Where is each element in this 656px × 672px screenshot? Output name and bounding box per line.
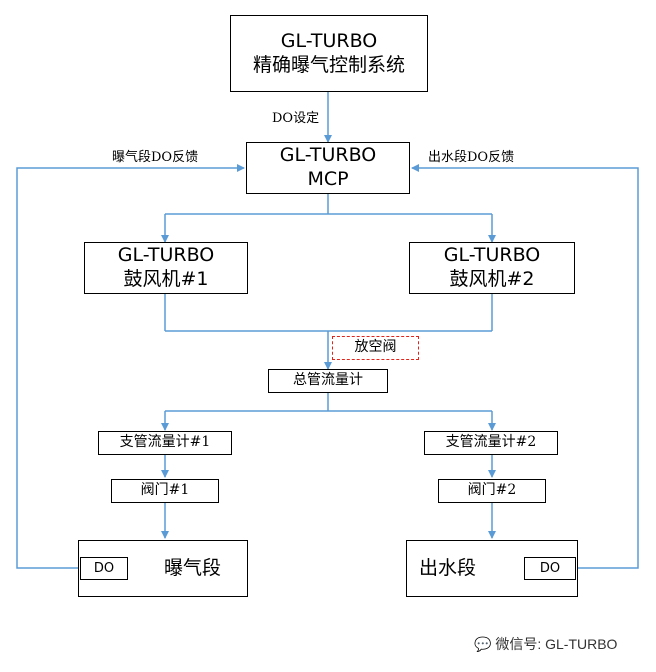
blower2-line1: GL-TURBO bbox=[443, 244, 541, 267]
outlet-tank-label: 出水段 bbox=[419, 556, 477, 579]
control-system-line1: GL-TURBO bbox=[280, 29, 378, 52]
vent-valve-box: 放空阀 bbox=[332, 336, 419, 360]
mcp-line2: MCP bbox=[307, 168, 349, 190]
watermark: 💬 微信号: GL-TURBO bbox=[474, 634, 617, 654]
blower2-box: GL-TURBO 鼓风机#2 bbox=[409, 242, 575, 294]
aeration-feedback-label: 曝气段DO反馈 bbox=[112, 150, 199, 165]
valve2-box: 阀门#2 bbox=[438, 479, 546, 503]
aeration-feedback-line bbox=[16, 164, 245, 569]
blower1-line2: 鼓风机#1 bbox=[123, 268, 209, 290]
mcp-box: GL-TURBO MCP bbox=[246, 142, 410, 194]
do-setpoint-label: DO设定 bbox=[272, 111, 320, 126]
mcp-line1: GL-TURBO bbox=[279, 144, 377, 167]
outlet-do-sensor: DO bbox=[524, 557, 576, 580]
blower1-line1: GL-TURBO bbox=[117, 244, 215, 267]
blower2-line2: 鼓风机#2 bbox=[449, 268, 535, 290]
aeration-tank: 曝气段 bbox=[78, 540, 248, 597]
watermark-text: 微信号: GL-TURBO bbox=[495, 636, 618, 652]
control-system-line2: 精确曝气控制系统 bbox=[252, 53, 405, 76]
outlet-feedback-label: 出水段DO反馈 bbox=[428, 150, 515, 165]
main-flowmeter-box: 总管流量计 bbox=[268, 369, 388, 393]
blower1-box: GL-TURBO 鼓风机#1 bbox=[84, 242, 248, 294]
branch-flowmeter2-box: 支管流量计#2 bbox=[424, 431, 558, 455]
outlet-tank: 出水段 bbox=[406, 540, 578, 597]
outlet-feedback-line bbox=[411, 164, 639, 569]
aeration-tank-label: 曝气段 bbox=[163, 556, 221, 579]
control-system-box: GL-TURBO 精确曝气控制系统 bbox=[230, 15, 428, 92]
valve1-box: 阀门#1 bbox=[111, 479, 219, 503]
wechat-icon: 💬 bbox=[474, 636, 492, 652]
aeration-do-sensor: DO bbox=[80, 557, 128, 580]
branch-flowmeter1-box: 支管流量计#1 bbox=[98, 431, 232, 455]
